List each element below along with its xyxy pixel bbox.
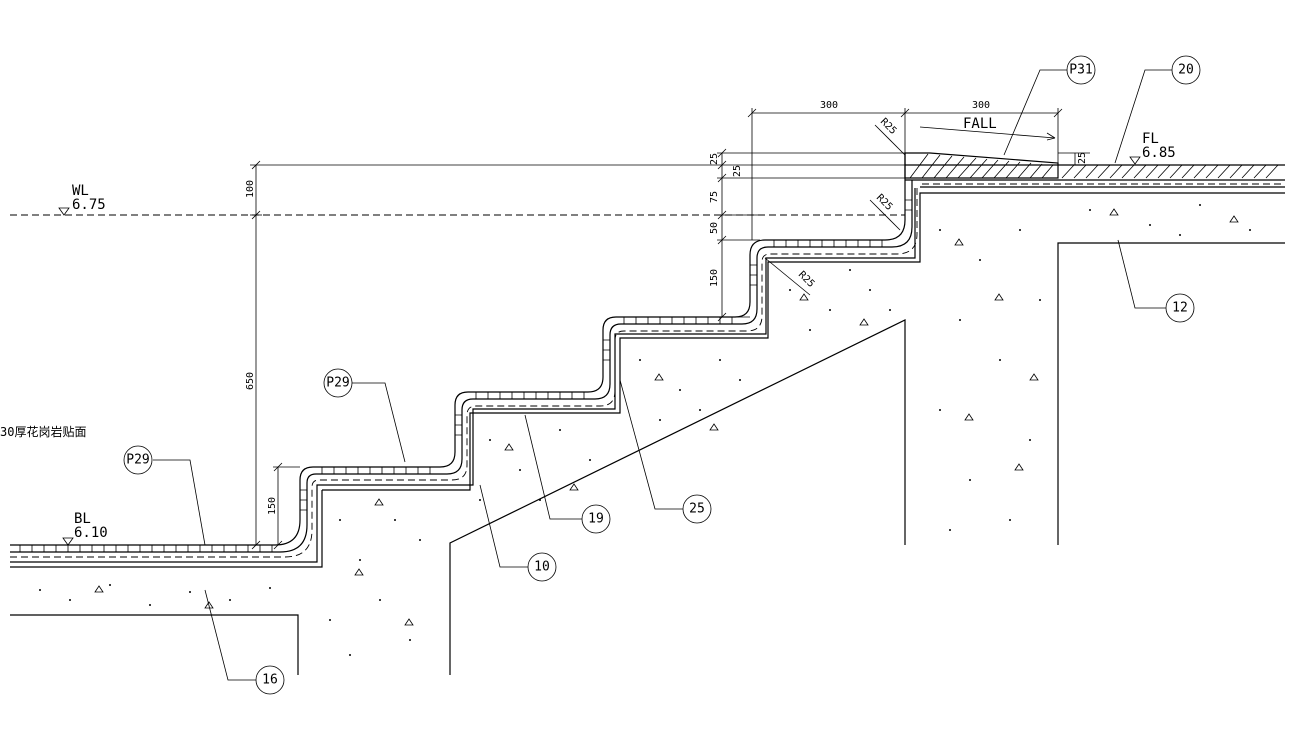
callout-p31-label: P31 (1069, 63, 1092, 78)
fl-tag: FL (1142, 131, 1159, 147)
callout-p29-lower-label: P29 (126, 453, 149, 468)
granite-cladding-note: 30厚花岗岩贴面 (0, 424, 86, 439)
wl-tag: WL (72, 183, 89, 199)
dim-25-right: 25 (1077, 152, 1088, 164)
dim-100: 100 (245, 180, 256, 198)
callout-p29-upper-label: P29 (326, 376, 349, 391)
fl-value: 6.85 (1142, 145, 1176, 161)
dim-25-coping: 25 (732, 165, 743, 177)
callout-16: 16 (255, 665, 285, 695)
dim-300-right: 300 (972, 100, 990, 111)
finish-level-marker: FL 6.85 (1129, 131, 1176, 165)
bl-tag: BL (74, 511, 91, 527)
callout-p31: P31 (1066, 55, 1096, 85)
radius-r25-step: R25 (796, 269, 817, 290)
dimension-texts: 300 300 25 25 25 75 50 150 100 650 150 R… (245, 100, 1088, 515)
callout-25-label: 25 (689, 502, 705, 517)
callout-16-label: 16 (262, 673, 278, 688)
callout-20-label: 20 (1178, 63, 1194, 78)
granite-finish-layers (10, 152, 1285, 563)
dim-650: 650 (245, 372, 256, 390)
radius-r25-top: R25 (878, 116, 899, 137)
slope-fall-label: FALL (963, 116, 997, 132)
dim-50: 50 (709, 222, 720, 234)
callout-12-label: 12 (1172, 301, 1188, 316)
dim-300-left: 300 (820, 100, 838, 111)
callout-10-label: 10 (534, 560, 550, 575)
dim-75: 75 (709, 191, 720, 203)
concrete-structure (10, 192, 1285, 675)
callout-leaders (153, 69, 1172, 681)
callout-p29-lower: P29 (123, 445, 153, 475)
callout-19: 19 (581, 504, 611, 534)
wl-value: 6.75 (72, 197, 106, 213)
concrete-hatch (39, 204, 1251, 656)
bottom-level-marker: BL 6.10 (62, 511, 108, 546)
bl-value: 6.10 (74, 525, 108, 541)
concrete-aggregate (94, 208, 1239, 626)
water-level-marker: WL 6.75 (72, 183, 106, 213)
callout-12: 12 (1165, 293, 1195, 323)
callout-p29-upper: P29 (323, 368, 353, 398)
dim-150-lower: 150 (267, 497, 278, 515)
dim-150-upper: 150 (709, 269, 720, 287)
callout-25: 25 (682, 494, 712, 524)
callout-20: 20 (1171, 55, 1201, 85)
dimension-lines (250, 108, 1090, 550)
callout-19-label: 19 (588, 512, 604, 527)
dim-25-top: 25 (709, 153, 720, 165)
water-level-line (10, 207, 905, 216)
callout-10: 10 (527, 552, 557, 582)
radius-r25-mid: R25 (874, 192, 895, 213)
